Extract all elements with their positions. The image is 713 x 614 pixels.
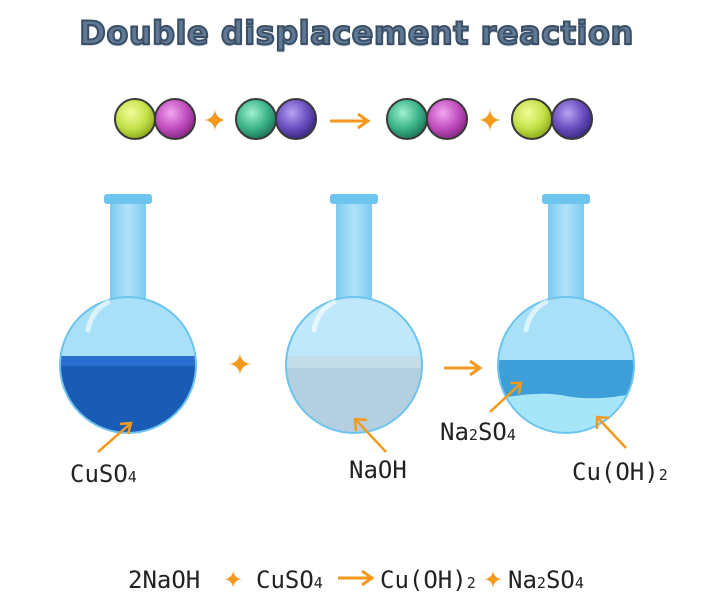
chemical-equation: 2NaOH ✦ CuSO4 Cu(OH)2 ✦ Na2SO4 (128, 566, 584, 594)
plus-icon: ✦ (202, 104, 227, 139)
flask-cuso4 (59, 194, 197, 434)
lime-atom-icon (114, 98, 156, 140)
purple-atom-icon (275, 98, 317, 140)
flask-naoh (285, 194, 423, 434)
molecule-pair-2 (235, 98, 317, 140)
plus-icon: ✦ (223, 566, 243, 594)
diagram-title: Double displacement reaction (78, 13, 634, 53)
equation-term-cuoh2: Cu(OH)2 (380, 566, 476, 594)
pointer-naoh (353, 417, 387, 453)
plus-icon: ✦ (477, 104, 502, 139)
magenta-atom-icon (426, 98, 468, 140)
molecule-pair-1 (114, 98, 196, 140)
pointer-cuso4 (97, 421, 133, 453)
molecule-equation-row: ✦ ✦ (114, 98, 593, 140)
molecule-pair-3 (386, 98, 468, 140)
purple-atom-icon (551, 98, 593, 140)
flask-products (497, 194, 635, 434)
label-cuoh2: Cu(OH)2 (572, 458, 668, 486)
equation-term-naoh: 2NaOH (128, 566, 200, 594)
arrow-icon (330, 112, 371, 130)
pointer-cuoh2 (595, 415, 627, 449)
teal-atom-icon (386, 98, 428, 140)
label-cuso4: CuSO4 (70, 460, 137, 488)
molecule-pair-4 (511, 98, 593, 140)
plus-icon: ✦ (483, 566, 503, 594)
label-na2so4: Na2SO4 (440, 418, 516, 446)
plus-icon: ✦ (227, 348, 252, 383)
arrow-icon (338, 569, 375, 587)
arrow-icon (444, 359, 483, 377)
pointer-na2so4 (489, 381, 523, 413)
label-naoh: NaOH (349, 456, 407, 484)
teal-atom-icon (235, 98, 277, 140)
lime-atom-icon (511, 98, 553, 140)
equation-term-cuso4: CuSO4 (256, 566, 323, 594)
equation-term-na2so4: Na2SO4 (508, 566, 584, 594)
magenta-atom-icon (154, 98, 196, 140)
